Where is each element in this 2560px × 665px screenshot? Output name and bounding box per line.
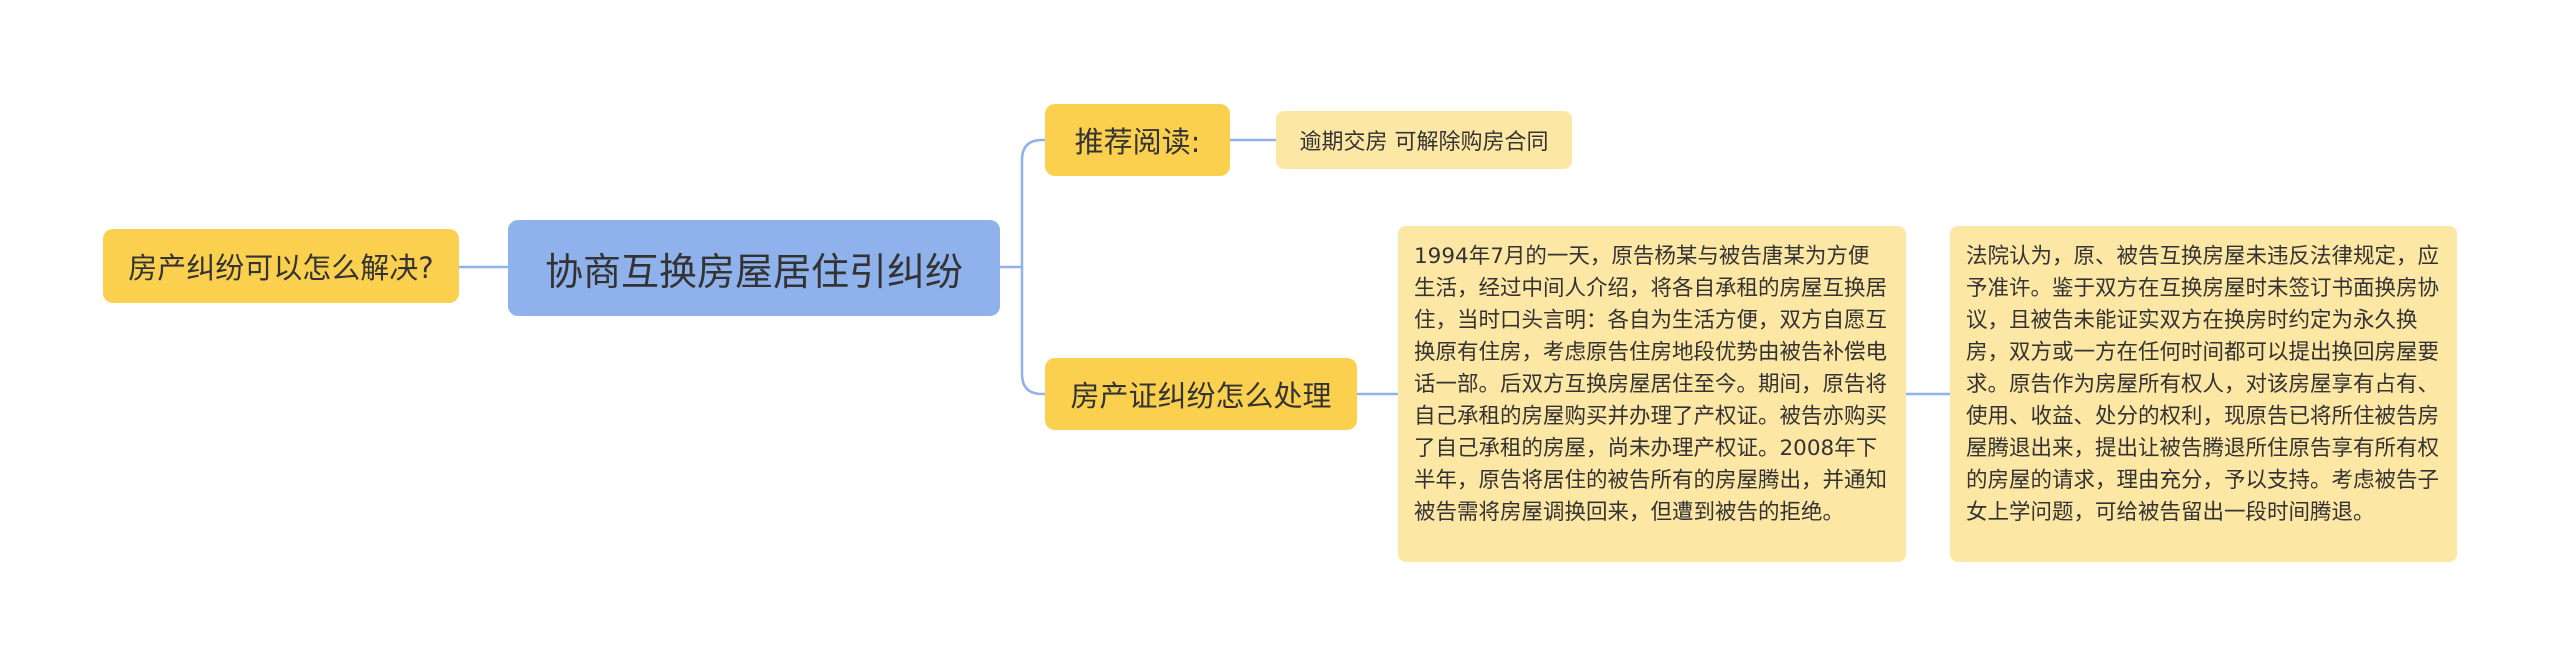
topic-recommended-reading[interactable]: 推荐阅读: xyxy=(1045,104,1230,176)
leaf-case-description-text: 1994年7月的一天，原告杨某与被告唐某为方便生活，经过中间人介绍，将各自承租的… xyxy=(1414,244,1888,525)
leaf-court-ruling[interactable]: 法院认为，原、被告互换房屋未违反法律规定，应予准许。鉴于双方在互换房屋时未签订书… xyxy=(1950,226,2457,562)
topic-property-certificate-dispute-label: 房产证纠纷怎么处理 xyxy=(1070,379,1332,413)
leaf-court-ruling-text: 法院认为，原、被告互换房屋未违反法律规定，应予准许。鉴于双方在互换房屋时未签订书… xyxy=(1966,244,2440,525)
connector-trunk-recommend xyxy=(1020,138,1047,269)
left-topic-node[interactable]: 房产纠纷可以怎么解决? xyxy=(103,229,459,303)
topic-property-certificate-dispute[interactable]: 房产证纠纷怎么处理 xyxy=(1045,358,1357,430)
leaf-case-description[interactable]: 1994年7月的一天，原告杨某与被告唐某为方便生活，经过中间人介绍，将各自承租的… xyxy=(1398,226,1906,562)
leaf-recommended-article-label: 逾期交房 可解除购房合同 xyxy=(1299,130,1549,155)
root-label: 协商互换房屋居住引纠纷 xyxy=(544,249,963,294)
topic-recommended-reading-label: 推荐阅读: xyxy=(1074,125,1201,159)
left-topic-label: 房产纠纷可以怎么解决? xyxy=(128,251,434,285)
root-node[interactable]: 协商互换房屋居住引纠纷 xyxy=(508,220,1000,316)
connector-trunk-cert xyxy=(1020,265,1047,396)
leaf-recommended-article[interactable]: 逾期交房 可解除购房合同 xyxy=(1276,111,1572,169)
